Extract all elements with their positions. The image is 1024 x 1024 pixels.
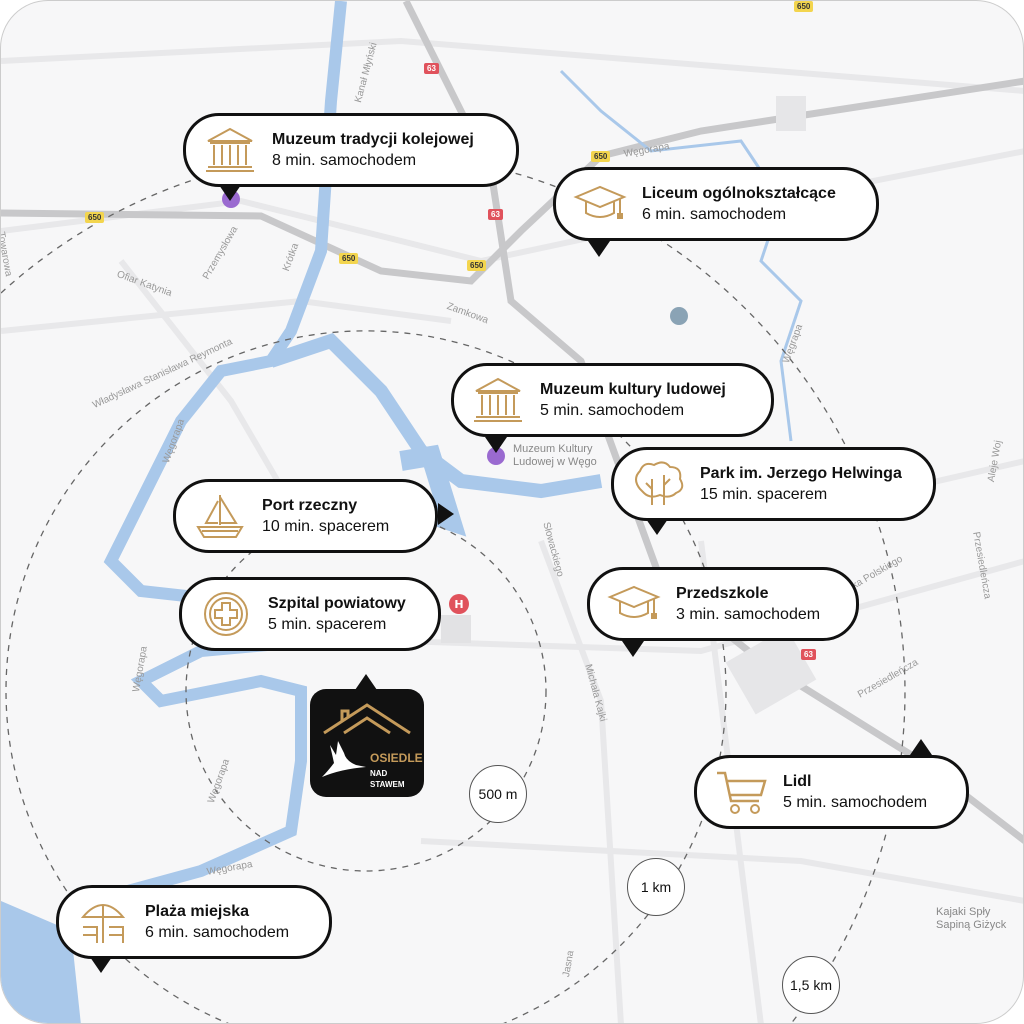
radius-badge: 500 m bbox=[469, 765, 527, 823]
callout-pointer bbox=[219, 185, 241, 201]
callout-subtitle: 8 min. samochodem bbox=[272, 151, 417, 169]
radius-badge: 1 km bbox=[627, 858, 685, 916]
callout-przedszkole[interactable]: Przedszkole 3 min. samochodem bbox=[587, 567, 859, 641]
shopping-cart-icon bbox=[717, 771, 767, 814]
beach-umbrella-icon bbox=[80, 904, 126, 943]
callout-title: Park im. Jerzego Helwinga bbox=[700, 464, 902, 482]
road-number-shield: 63 bbox=[801, 649, 816, 660]
callout-pointer bbox=[910, 739, 932, 755]
callout-pointer bbox=[438, 503, 454, 525]
road-number-shield: 63 bbox=[424, 63, 439, 74]
road-number-shield: 650 bbox=[794, 1, 814, 12]
callout-pointer bbox=[90, 957, 112, 973]
callout-subtitle: 5 min. spacerem bbox=[268, 615, 387, 633]
museum-icon bbox=[474, 377, 522, 422]
sailboat-icon bbox=[196, 495, 244, 538]
callout-port-rzeczny[interactable]: Port rzeczny 10 min. spacerem bbox=[173, 479, 438, 553]
callout-subtitle: 15 min. spacerem bbox=[700, 485, 828, 503]
callout-plaza[interactable]: Plaża miejska 6 min. samochodem bbox=[56, 885, 332, 959]
graduation-cap-icon bbox=[607, 585, 661, 619]
callout-pointer bbox=[485, 437, 507, 453]
hospital-cross-icon bbox=[204, 592, 248, 636]
callout-liceum[interactable]: Liceum ogólnokształcące 6 min. samochodem bbox=[553, 167, 879, 241]
stork-icon bbox=[322, 741, 366, 777]
radius-500m-circle bbox=[185, 510, 547, 872]
callout-subtitle: 6 min. samochodem bbox=[642, 205, 787, 223]
callout-park[interactable]: Park im. Jerzego Helwinga 15 min. spacere… bbox=[611, 447, 936, 521]
callout-title: Liceum ogólnokształcące bbox=[642, 184, 836, 202]
callout-title: Port rzeczny bbox=[262, 496, 358, 514]
callout-szpital[interactable]: Szpital powiatowy 5 min. spacerem bbox=[179, 577, 441, 651]
graduation-cap-icon bbox=[573, 185, 627, 219]
callout-title: Muzeum tradycji kolejowej bbox=[272, 130, 474, 148]
callout-title: Plaża miejska bbox=[145, 902, 250, 920]
road-number-shield: 650 bbox=[85, 212, 105, 223]
house-roof-icon bbox=[323, 703, 411, 735]
hospital-poi-marker bbox=[449, 594, 469, 614]
callout-muzeum-kultury-ludowej[interactable]: Muzeum kultury ludowej 5 min. samochodem bbox=[451, 363, 774, 437]
callout-pointer bbox=[588, 241, 610, 257]
callout-subtitle: 5 min. samochodem bbox=[540, 401, 685, 419]
logo-pointer bbox=[355, 674, 377, 690]
svg-text:H: H bbox=[454, 598, 463, 611]
callout-title: Przedszkole bbox=[676, 584, 769, 602]
callout-pointer bbox=[622, 641, 644, 657]
callout-subtitle: 5 min. samochodem bbox=[783, 793, 928, 811]
callout-title: Szpital powiatowy bbox=[268, 594, 406, 612]
road-number-shield: 63 bbox=[488, 209, 503, 220]
callout-lidl[interactable]: Lidl 5 min. samochodem bbox=[694, 755, 969, 829]
trees-icon bbox=[635, 461, 684, 505]
callout-pointer bbox=[646, 519, 668, 535]
callout-subtitle: 3 min. samochodem bbox=[676, 605, 821, 623]
road-number-shield: 650 bbox=[467, 260, 487, 271]
road-number-shield: 650 bbox=[591, 151, 611, 162]
callout-muzeum-tradycji-kolejowej[interactable]: Muzeum tradycji kolejowej 8 min. samochod… bbox=[183, 113, 519, 187]
callout-subtitle: 6 min. samochodem bbox=[145, 923, 290, 941]
callout-title: Muzeum kultury ludowej bbox=[540, 380, 726, 398]
school-poi-marker bbox=[670, 307, 688, 325]
radius-badge: 1,5 km bbox=[782, 956, 840, 1014]
callout-subtitle: 10 min. spacerem bbox=[262, 517, 390, 535]
museum-icon bbox=[206, 127, 254, 172]
road-number-shield: 650 bbox=[339, 253, 359, 264]
callout-title: Lidl bbox=[783, 772, 812, 790]
